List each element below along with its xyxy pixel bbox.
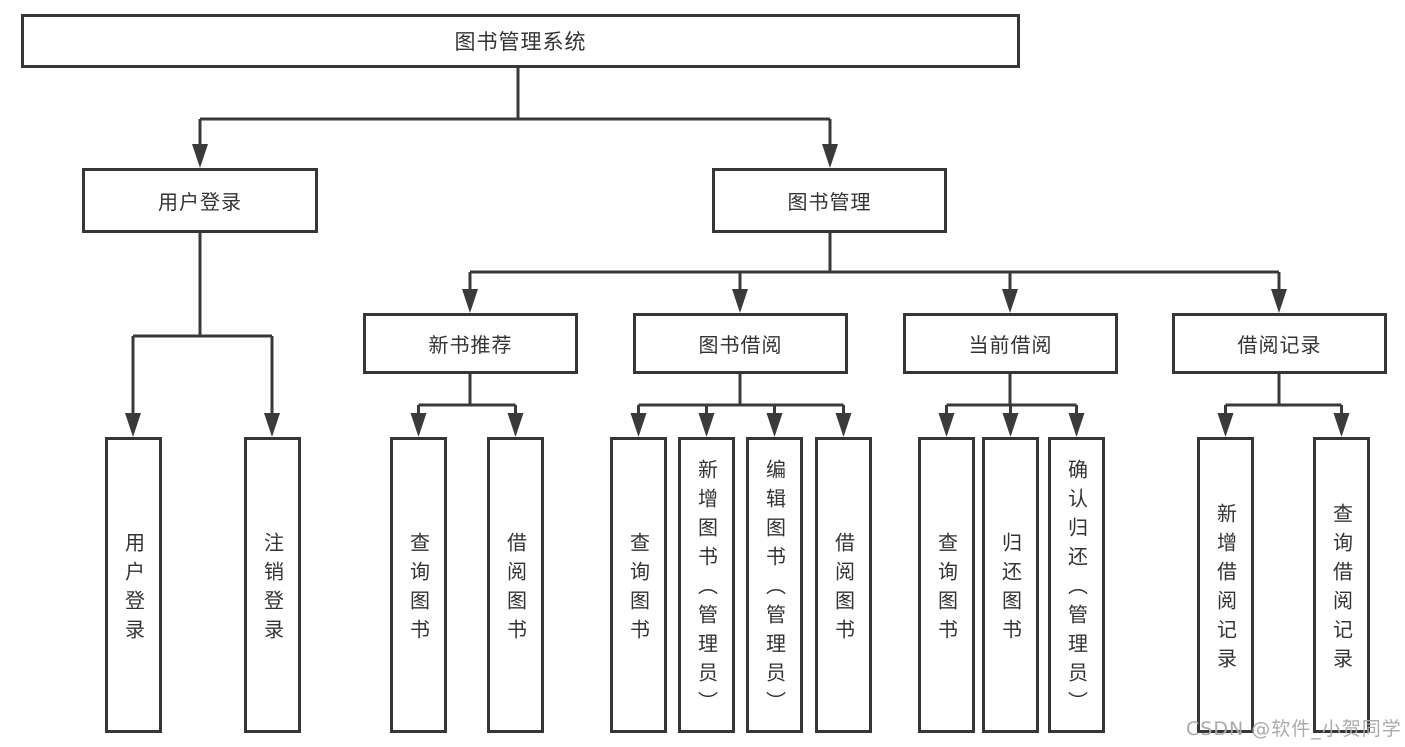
node-label: 归还图书 — [998, 531, 1023, 648]
node-add-borrow-record: 新增借阅记录 — [1197, 437, 1254, 733]
node-query-borrow-record: 查询借阅记录 — [1313, 437, 1370, 733]
node-book-management: 图书管理 — [712, 168, 947, 233]
node-current-borrowing: 当前借阅 — [903, 313, 1118, 374]
node-label: 借阅记录 — [1237, 333, 1322, 357]
node-label: 用户登录 — [121, 531, 146, 648]
node-label: 图书管理系统 — [454, 30, 587, 54]
node-label: 新增图书（管理员） — [694, 459, 719, 720]
node-label: 图书管理 — [787, 190, 872, 214]
node-new-book-recommendation: 新书推荐 — [363, 313, 578, 374]
node-label: 查询图书 — [934, 531, 959, 648]
node-label: 注销登录 — [260, 531, 285, 648]
node-label: 确认归还（管理员） — [1064, 459, 1089, 720]
node-label: 查询借阅记录 — [1329, 502, 1354, 677]
node-borrowing-records: 借阅记录 — [1172, 313, 1387, 374]
node-borrow-books-2: 借阅图书 — [815, 437, 872, 733]
node-borrow-books-1: 借阅图书 — [487, 437, 544, 733]
node-label: 编辑图书（管理员） — [762, 459, 787, 720]
node-label: 当前借阅 — [968, 333, 1053, 357]
node-query-books-1: 查询图书 — [390, 437, 447, 733]
node-book-borrowing: 图书借阅 — [633, 313, 848, 374]
node-library-management-system: 图书管理系统 — [21, 14, 1020, 68]
node-return-books: 归还图书 — [982, 437, 1039, 733]
node-logout: 注销登录 — [244, 437, 301, 733]
node-user-login: 用户登录 — [82, 168, 318, 233]
node-user-login-leaf: 用户登录 — [105, 437, 162, 733]
node-edit-book-admin: 编辑图书（管理员） — [746, 437, 803, 733]
node-label: 新增借阅记录 — [1213, 502, 1238, 677]
node-label: 图书借阅 — [698, 333, 783, 357]
node-confirm-return-admin: 确认归还（管理员） — [1048, 437, 1105, 733]
node-label: 借阅图书 — [503, 531, 528, 648]
csdn-watermark: CSDN @软件_小贺同学 — [1186, 718, 1402, 740]
node-label: 查询图书 — [626, 531, 651, 648]
node-label: 用户登录 — [158, 190, 242, 214]
node-label: 借阅图书 — [831, 531, 856, 648]
node-label: 新书推荐 — [428, 333, 513, 357]
node-label: 查询图书 — [406, 531, 431, 648]
node-query-books-2: 查询图书 — [610, 437, 667, 733]
node-add-book-admin: 新增图书（管理员） — [678, 437, 735, 733]
node-query-books-3: 查询图书 — [918, 437, 975, 733]
